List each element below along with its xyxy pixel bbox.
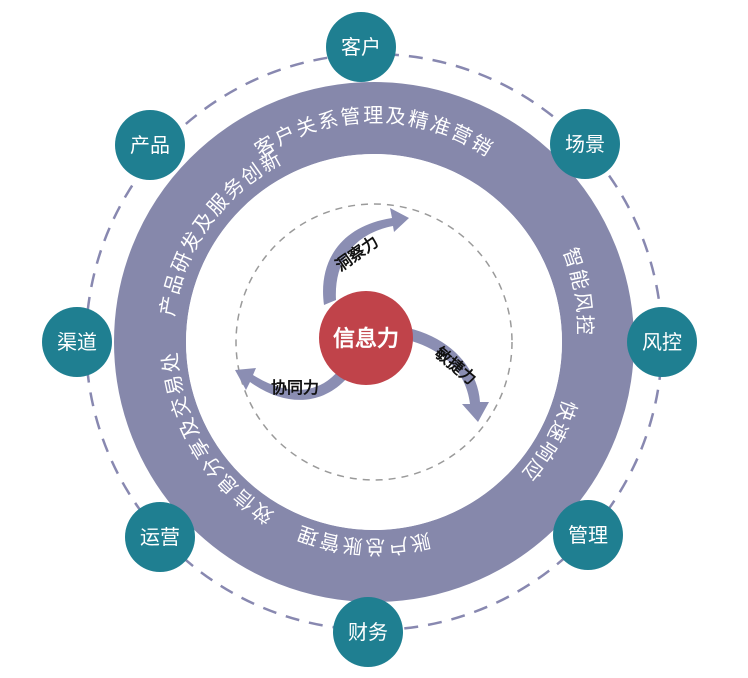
node-label-management: 管理 — [568, 523, 608, 547]
node-label-risk: 风控 — [642, 330, 682, 354]
node-customer: 客户 — [326, 12, 396, 82]
node-label-channels: 渠道 — [57, 330, 97, 354]
node-risk: 风控 — [627, 307, 697, 377]
node-label-finance: 财务 — [348, 620, 388, 644]
node-management: 管理 — [553, 500, 623, 570]
center-label: 信息力 — [333, 326, 399, 352]
node-finance: 财务 — [333, 597, 403, 667]
inner-dashed-ring — [235, 203, 513, 481]
node-label-operations: 运营 — [140, 525, 180, 549]
node-label-product: 产品 — [130, 133, 170, 157]
node-product: 产品 — [115, 110, 185, 180]
insight-arrow — [323, 208, 409, 305]
node-label-customer: 客户 — [341, 35, 381, 59]
main-ring — [114, 82, 634, 602]
node-operations: 运营 — [125, 502, 195, 572]
node-scenario: 场景 — [550, 109, 620, 179]
agility-arrow — [408, 328, 489, 422]
center-node — [319, 291, 413, 385]
node-channels: 渠道 — [42, 307, 112, 377]
arrow-label-collaboration: 协同力 — [271, 378, 319, 397]
collaboration-arrow — [235, 366, 352, 400]
node-label-scenario: 场景 — [565, 132, 605, 156]
